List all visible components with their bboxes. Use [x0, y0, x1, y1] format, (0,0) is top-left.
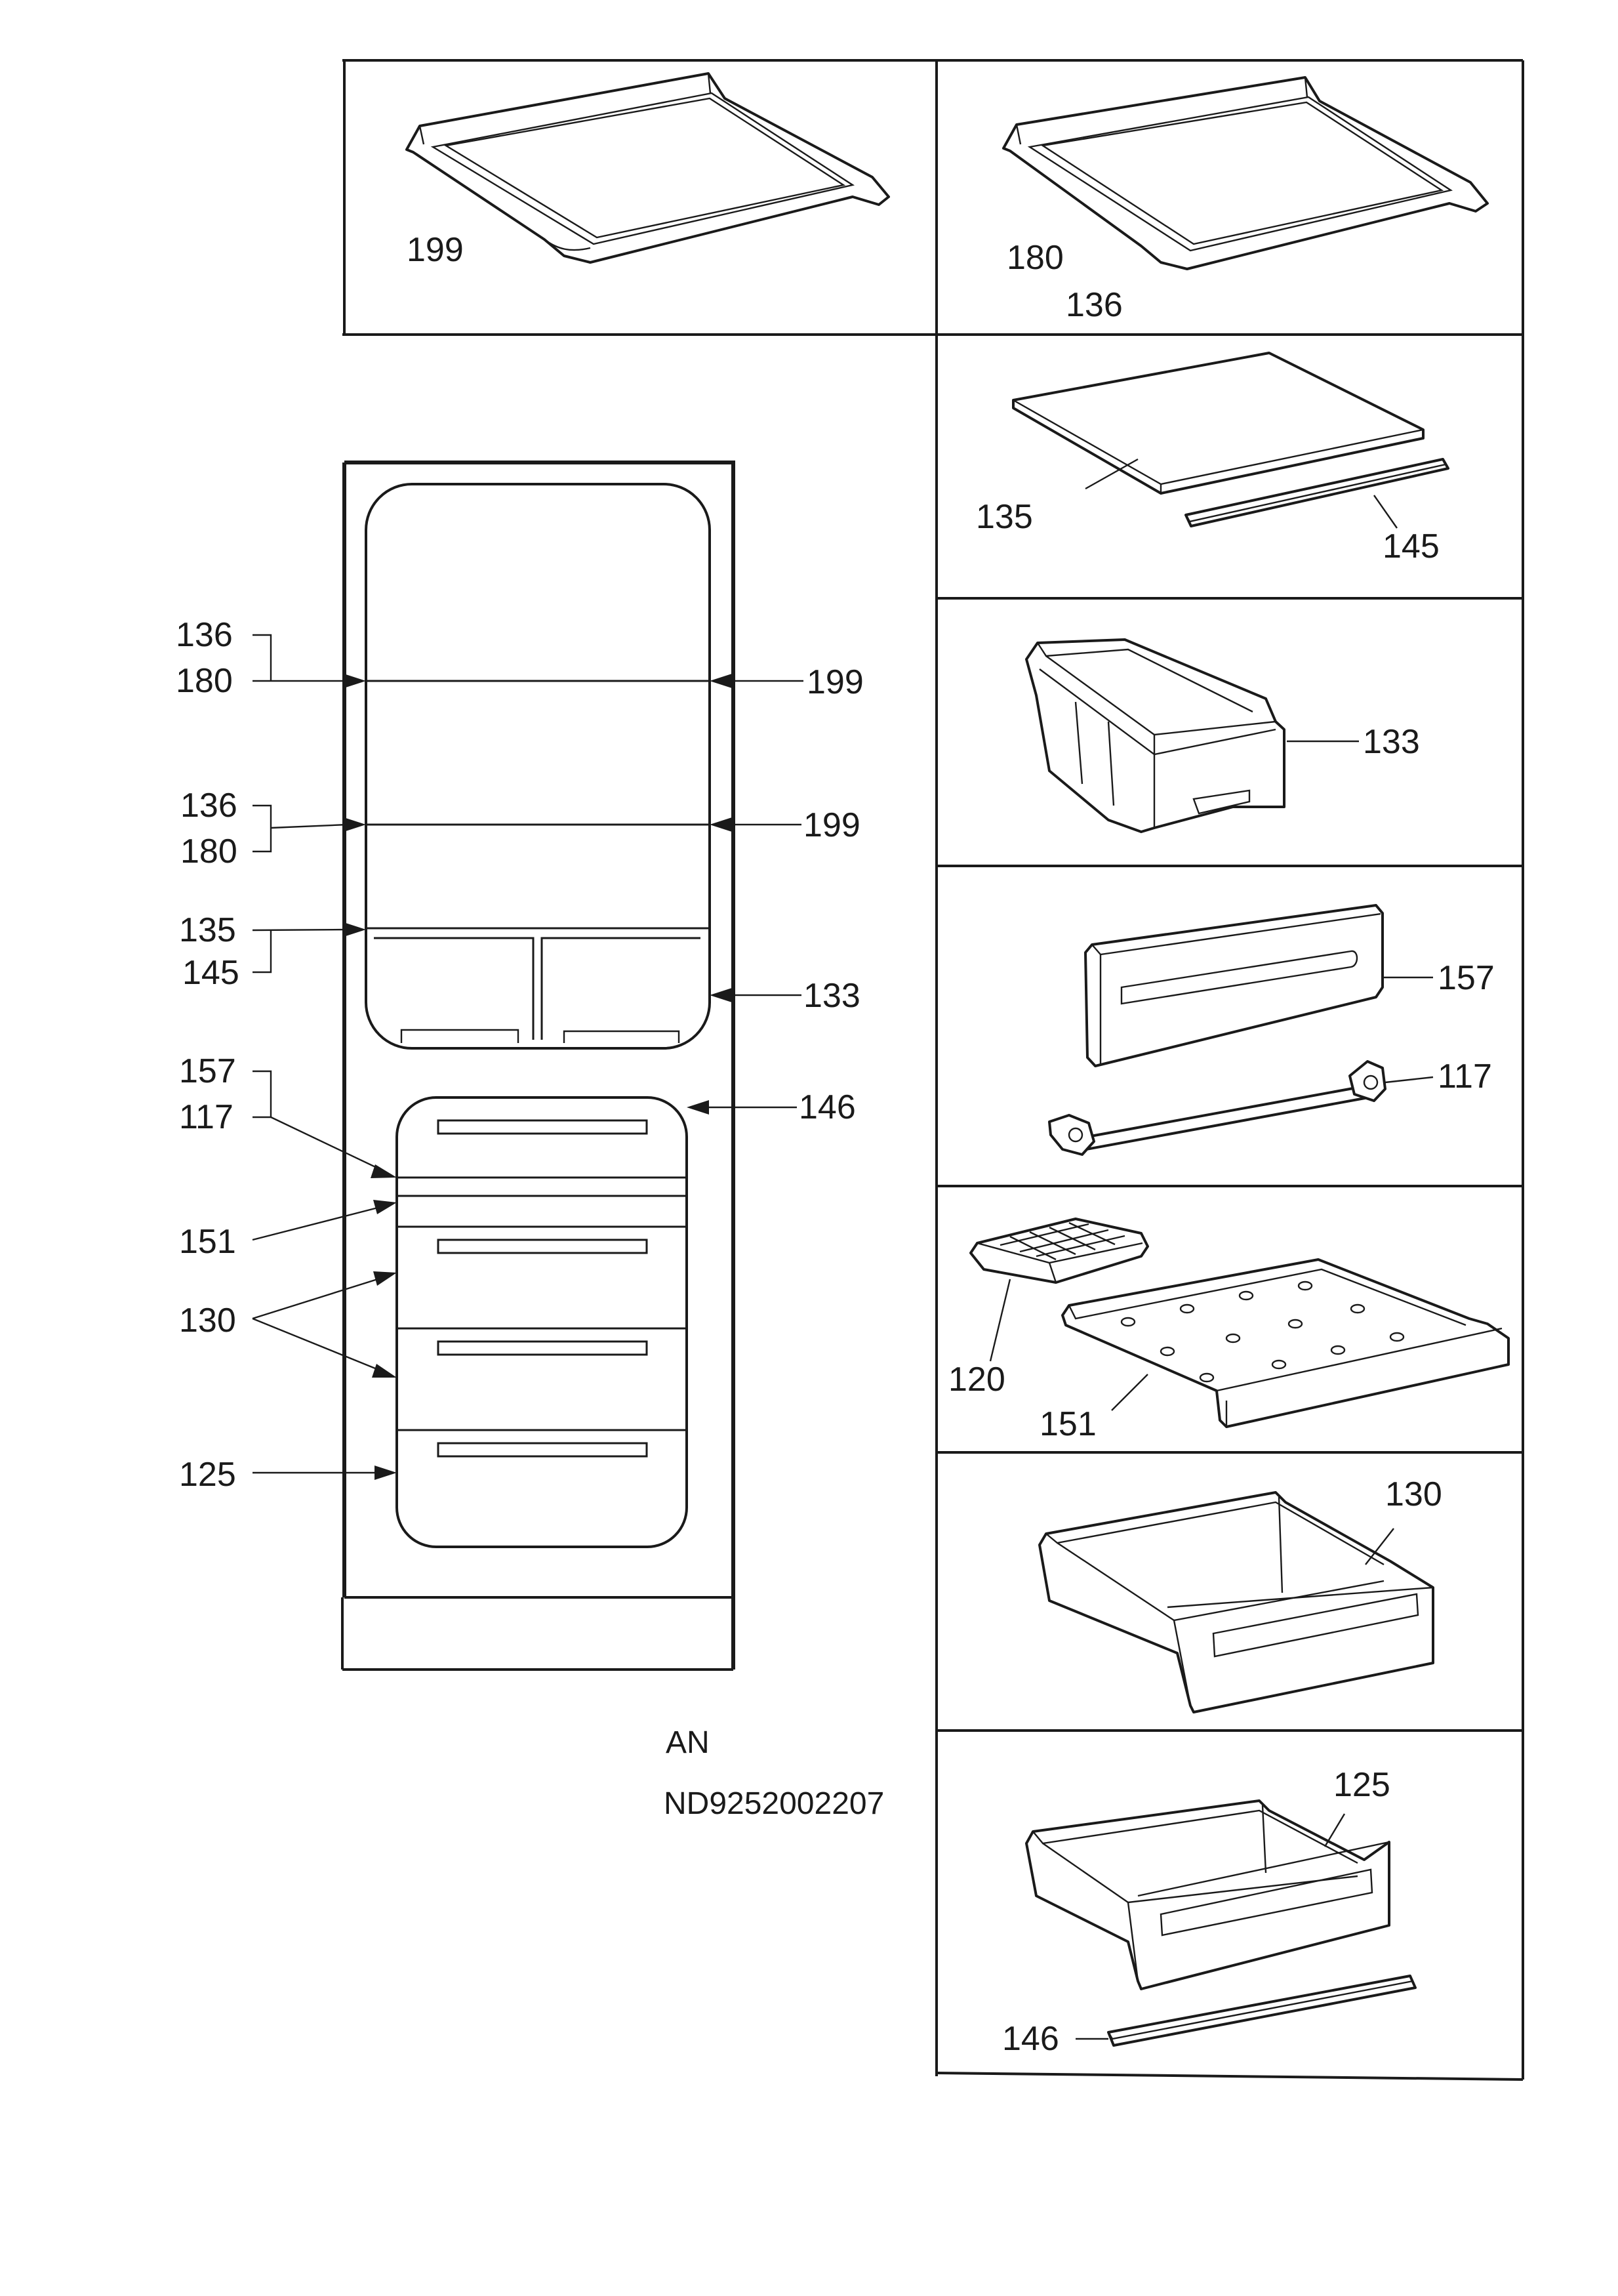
cab-label-136-mid: 136: [180, 787, 237, 825]
flap-157-illustration: [1084, 904, 1384, 1067]
cabinet-right-callouts: [687, 674, 803, 1115]
label-117: 117: [1438, 1057, 1492, 1096]
drawer-130-illustration: [1038, 1491, 1434, 1713]
cab-label-146: 146: [799, 1088, 856, 1126]
cab-label-180-mid: 180: [180, 832, 237, 871]
cab-label-180-top: 180: [176, 662, 233, 700]
shelf-180-illustration: [1002, 76, 1489, 270]
label-125: 125: [1333, 1766, 1390, 1804]
label-135: 135: [976, 498, 1033, 536]
leader-145: [1373, 495, 1398, 529]
label-133: 133: [1363, 723, 1420, 761]
ice-tray-120-illustration: [969, 1218, 1149, 1284]
profile-145-illustration: [1184, 458, 1449, 527]
cab-label-136-top: 136: [176, 616, 233, 654]
label-136: 136: [1066, 286, 1123, 324]
cab-label-199-mid: 199: [803, 806, 860, 844]
leader-120: [989, 1279, 1011, 1362]
cab-label-133: 133: [803, 977, 860, 1015]
ice-tray-shelf-151-illustration: [1061, 1258, 1510, 1428]
leader-117: [1385, 1076, 1434, 1084]
glass-plate-135-illustration: [1012, 352, 1425, 495]
label-120: 120: [948, 1361, 1005, 1399]
cabinet-left-callouts: [252, 634, 397, 1480]
leader-135: [1085, 458, 1139, 490]
leader-151: [1111, 1374, 1148, 1411]
label-145: 145: [1383, 527, 1440, 565]
crisper-133-illustration: [1025, 638, 1285, 833]
cab-label-135: 135: [179, 911, 236, 949]
caption-reference: ND9252002207: [664, 1786, 884, 1821]
cab-label-145: 145: [182, 954, 239, 992]
cabinet-overview: [341, 461, 735, 1671]
drawer-125-illustration: [1025, 1799, 1390, 1990]
cab-label-125: 125: [179, 1456, 236, 1494]
label-151: 151: [1040, 1405, 1097, 1443]
caption-code: AN: [666, 1725, 710, 1760]
profile-146-illustration: [1107, 1975, 1417, 2047]
leader-125: [1324, 1813, 1346, 1847]
panel-frames: [342, 59, 1524, 2081]
shelf-199-illustration: [405, 72, 890, 264]
label-146: 146: [1002, 2020, 1059, 2058]
leader-130: [1365, 1528, 1394, 1565]
label-130: 130: [1385, 1475, 1442, 1513]
cab-label-199-top: 199: [807, 663, 864, 701]
hinge-bar-117-illustration: [1048, 1060, 1386, 1156]
cab-label-157: 157: [179, 1052, 236, 1090]
label-157: 157: [1438, 959, 1495, 997]
cab-label-117: 117: [179, 1098, 233, 1136]
cab-label-130: 130: [179, 1302, 236, 1340]
cab-label-151: 151: [179, 1223, 236, 1261]
ice-shelf-pegs: [1120, 1281, 1405, 1383]
label-180: 180: [1007, 239, 1064, 277]
label-199: 199: [407, 231, 464, 269]
